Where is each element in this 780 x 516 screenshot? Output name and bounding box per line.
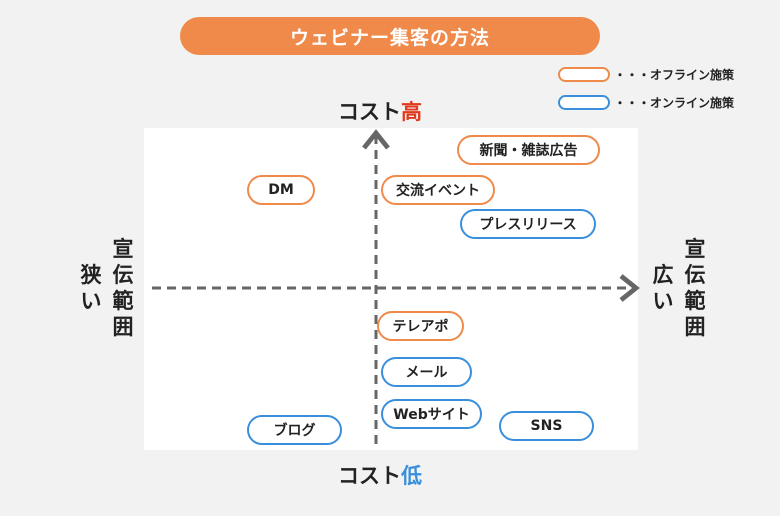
axis-left-char: 囲 (112, 315, 134, 339)
node-dm: DM (247, 175, 315, 205)
axis-right-char: 伝 (684, 263, 706, 287)
node-press-release: プレスリリース (460, 209, 596, 239)
axis-left-hl-char: 狭 (80, 263, 102, 287)
legend-offline-label: ・・・オフライン施策 (614, 68, 735, 82)
axis-label-cost-high: コスト高 (0, 96, 760, 126)
axis-left-char: 宣 (112, 237, 134, 261)
axis-top-prefix: コスト (338, 100, 401, 124)
diagram-title: ウェビナー集客の方法 (180, 17, 600, 55)
node-website: Webサイト (381, 399, 482, 429)
axis-bottom-prefix: コスト (338, 464, 401, 488)
axis-right-char: 囲 (684, 315, 706, 339)
axis-right-main: 宣 伝 範 囲 (682, 236, 708, 340)
axis-top-highlight: 高 (401, 100, 422, 124)
legend-online-swatch (558, 95, 610, 110)
axis-right-char: 範 (684, 289, 706, 313)
axis-left-char: 範 (112, 289, 134, 313)
axis-left-hl-char: い (80, 289, 102, 313)
node-blog: ブログ (247, 415, 342, 445)
axis-right-char: 宣 (684, 237, 706, 261)
axis-right-highlight: 広 い (650, 262, 676, 314)
node-sns: SNS (499, 411, 594, 441)
legend-offline: ・・・オフライン施策 (558, 66, 734, 83)
legend-online: ・・・オンライン施策 (558, 94, 734, 111)
axis-label-cost-low: コスト低 (0, 460, 760, 490)
legend-online-label: ・・・オンライン施策 (614, 96, 735, 110)
axis-left-main: 宣 伝 範 囲 (110, 236, 136, 340)
node-telemarketing: テレアポ (377, 311, 464, 341)
legend-offline-swatch (558, 67, 610, 82)
axis-bottom-highlight: 低 (401, 464, 422, 488)
node-newspaper-ad: 新聞・雑誌広告 (457, 135, 600, 165)
axis-right-hl-char: 広 (652, 263, 674, 287)
node-networking-event: 交流イベント (381, 175, 495, 205)
axis-right-hl-char: い (652, 289, 674, 313)
node-email: メール (381, 357, 472, 387)
axis-left-char: 伝 (112, 263, 134, 287)
axis-left-highlight: 狭 い (78, 262, 104, 314)
